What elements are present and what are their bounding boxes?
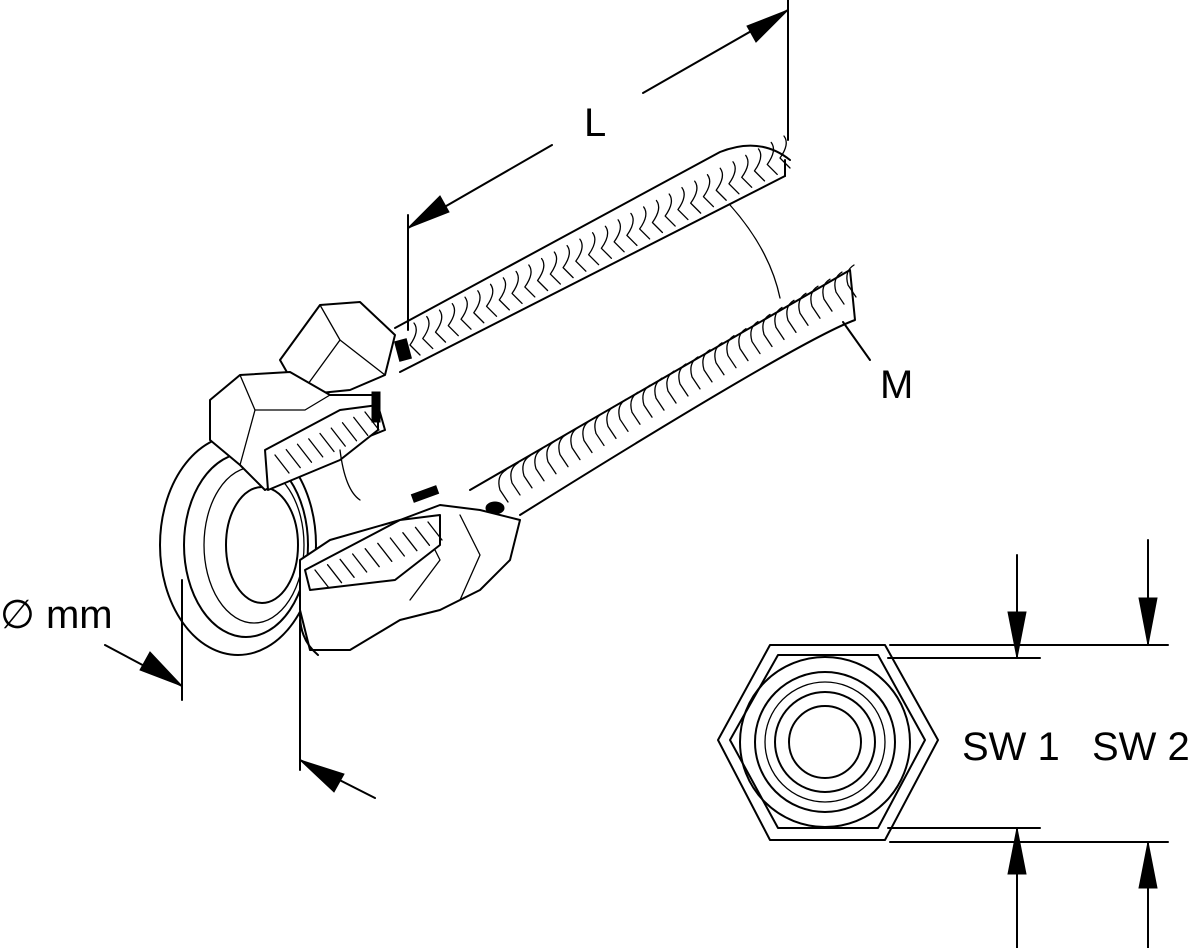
label-length: L — [584, 101, 606, 145]
lower-thread-outline — [469, 269, 856, 516]
lower-thread-section — [469, 264, 857, 516]
arrowhead-right — [746, 9, 789, 43]
dimension-diameter: ∅ mm — [0, 579, 376, 799]
seal-ring-mid — [371, 391, 381, 423]
lower-thread-teeth — [498, 264, 857, 503]
label-sw1: SW 1 — [962, 725, 1060, 769]
seal-ring-upper — [394, 338, 412, 362]
front-compression-nut — [159, 371, 521, 656]
bore-inner-arc — [729, 204, 781, 299]
sw1-arrow-bottom — [1007, 827, 1027, 875]
lower-hatched-section — [304, 514, 441, 591]
upper-thread-inner-edge — [399, 175, 786, 373]
sw2-arrow-bottom — [1138, 841, 1158, 889]
dimension-width-across-flats: SW 1 SW 2 — [887, 539, 1190, 948]
arrowhead-left — [407, 195, 450, 229]
label-sw2: SW 2 — [1092, 725, 1190, 769]
diameter-arrow-left — [139, 651, 183, 687]
hex-bore — [788, 705, 862, 779]
label-thread: M — [880, 363, 913, 407]
sw1-arrow-top — [1007, 611, 1027, 659]
upper-thread-teeth — [409, 135, 791, 356]
hex-inner-sw1 — [729, 654, 926, 829]
label-diameter: ∅ mm — [0, 593, 113, 637]
hex-outer-sw2 — [717, 644, 939, 841]
upper-hatched-section — [264, 404, 379, 491]
diameter-arrow-right — [299, 759, 345, 793]
upper-thread-section — [394, 135, 791, 373]
seal-ring-lower — [410, 485, 440, 503]
upper-thread-outer-edge — [394, 144, 791, 329]
sw2-arrow-top — [1138, 597, 1158, 646]
leader-thread: M — [842, 321, 913, 407]
front-view-hex — [717, 644, 939, 841]
dimension-length: L — [407, 0, 789, 331]
